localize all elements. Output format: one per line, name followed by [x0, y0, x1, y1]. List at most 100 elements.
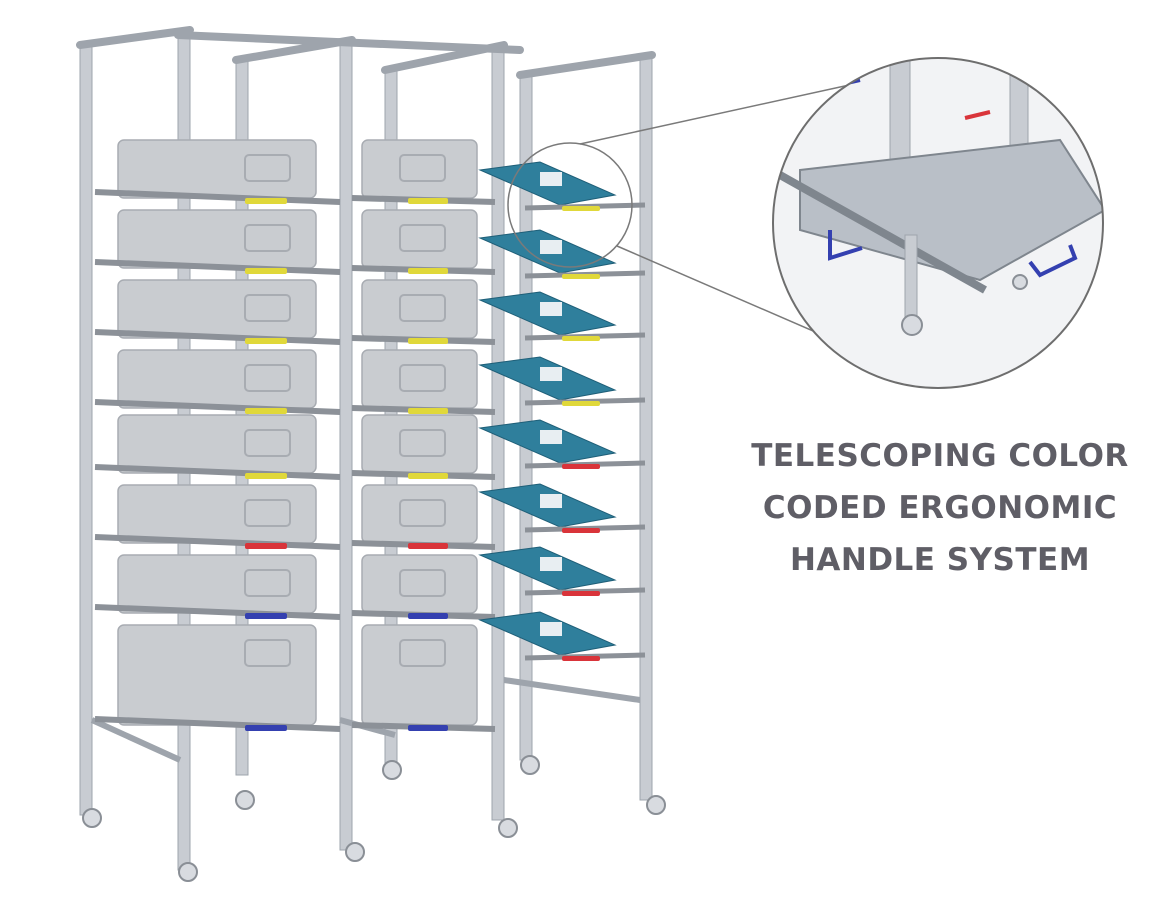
instrument-bins: [94, 139, 496, 732]
tray-label: [540, 430, 562, 444]
tray-label: [540, 172, 562, 186]
bin-right: [361, 349, 478, 409]
caption-line-3: HANDLE SYSTEM: [789, 542, 1091, 578]
shelf-handle-right: [408, 198, 448, 204]
bin-left-label-slot: [244, 639, 291, 667]
bin-left: [117, 209, 317, 269]
shelf-handle-right: [408, 543, 448, 549]
tray-label: [540, 622, 562, 636]
bin-right: [361, 139, 478, 199]
bin-left-label-slot: [244, 224, 291, 252]
shelf-handle-right: [408, 408, 448, 414]
bin-right-label-slot: [399, 569, 446, 597]
shelf-rail-left: [94, 604, 341, 620]
caption-line-2: CODED ERGONOMIC: [762, 490, 1118, 526]
shelf-handle-right: [408, 725, 448, 731]
zoom-handle-blue: [828, 230, 863, 261]
bin-left-label-slot: [244, 569, 291, 597]
caption-line-1: TELESCOPING COLOR: [751, 438, 1129, 474]
frame-top-rail: [76, 26, 194, 49]
tray-handle: [562, 464, 600, 469]
bin-right: [361, 414, 478, 474]
frame-bottom-rail: [90, 717, 182, 763]
shelf-rail-left: [94, 716, 341, 732]
tray-label: [540, 367, 562, 381]
bin-right-label-slot: [399, 364, 446, 392]
bin-left-label-slot: [244, 499, 291, 527]
tray-handle: [562, 401, 600, 406]
shelf-handle-left: [245, 543, 287, 549]
tray-label: [540, 557, 562, 571]
shelf-rail-left: [94, 399, 341, 415]
tray-label: [540, 494, 562, 508]
frame-upright: [339, 39, 353, 851]
bin-right: [361, 209, 478, 269]
caster-wheel: [520, 755, 540, 775]
caster-wheel: [178, 862, 198, 882]
zoom-telescopic-slide: [778, 171, 987, 294]
tray-handle: [562, 274, 600, 279]
zoom-wheel: [1012, 274, 1028, 290]
shelf-rail-left: [94, 329, 341, 345]
bin-left-label-slot: [244, 429, 291, 457]
caster-wheel: [382, 760, 402, 780]
shelf-handle-right: [408, 473, 448, 479]
caster-wheel: [646, 795, 666, 815]
shelf-rail-left: [94, 464, 341, 480]
bin-left: [117, 484, 317, 544]
caster-wheel: [345, 842, 365, 862]
shelf-handle-right: [408, 268, 448, 274]
bin-right-label-slot: [399, 639, 446, 667]
caster-wheel: [498, 818, 518, 838]
zoom-circle: [772, 57, 1104, 389]
bin-left: [117, 414, 317, 474]
zoom-pull-out-shelf: [799, 138, 1103, 282]
feature-caption: TELESCOPING COLOR CODED ERGONOMIC HANDLE…: [730, 430, 1150, 586]
shelf-rail-left: [94, 534, 341, 550]
blue-trays: [478, 161, 646, 661]
tray-label: [540, 302, 562, 316]
bin-left-label-slot: [244, 364, 291, 392]
bin-right-label-slot: [399, 499, 446, 527]
bin-right-label-slot: [399, 429, 446, 457]
zoom-callout: [507, 57, 1104, 389]
caster-wheel: [235, 790, 255, 810]
bin-left-label-slot: [244, 154, 291, 182]
tray-handle: [562, 591, 600, 596]
tray-label: [540, 240, 562, 254]
zoom-leg: [904, 234, 918, 321]
zoom-wheel: [901, 314, 923, 336]
bin-right: [361, 484, 478, 544]
frame-bottom-rail: [503, 677, 641, 703]
frame-upright: [639, 54, 653, 801]
callout-line-top: [579, 79, 873, 145]
bin-right-label-slot: [399, 154, 446, 182]
frame-top-rail: [174, 31, 524, 54]
zoom-detail: [773, 58, 1103, 388]
shelf-handle-left: [245, 198, 287, 204]
bin-left: [117, 139, 317, 199]
shelf-handle-right: [408, 338, 448, 344]
zoom-handle-red: [964, 110, 991, 120]
tray-handle: [562, 336, 600, 341]
bin-right: [361, 279, 478, 339]
shelf-rail-left: [94, 189, 341, 205]
zoom-source-circle: [507, 142, 633, 268]
tray-handle: [562, 206, 600, 211]
caster-wheel: [82, 808, 102, 828]
frame-upright: [79, 44, 93, 816]
bin-left: [117, 279, 317, 339]
bin-left: [117, 349, 317, 409]
shelf-handle-left: [245, 473, 287, 479]
shelf-rail-left: [94, 259, 341, 275]
shelf-handle-right: [408, 613, 448, 619]
bin-right: [361, 554, 478, 614]
shelf-handle-left: [245, 408, 287, 414]
shelf-handle-left: [245, 338, 287, 344]
bin-right-label-slot: [399, 224, 446, 252]
zoom-handle-blue: [1028, 244, 1078, 278]
shelf-handle-left: [245, 725, 287, 731]
bin-left-label-slot: [244, 294, 291, 322]
